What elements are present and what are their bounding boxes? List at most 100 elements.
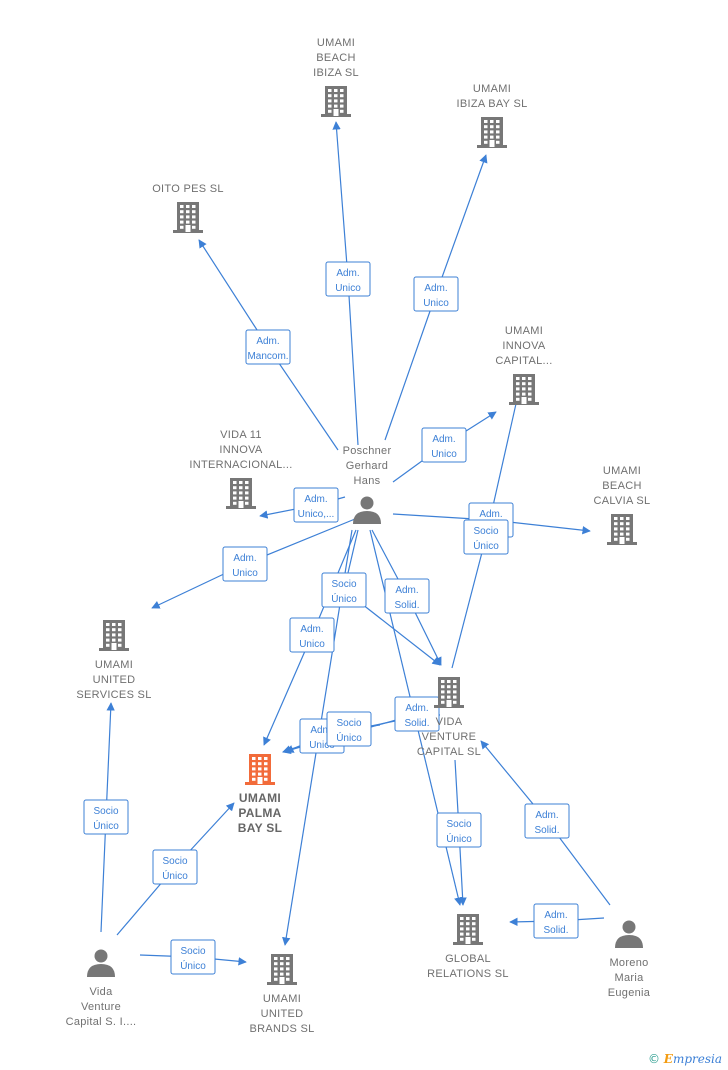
building-icon bbox=[434, 677, 464, 708]
edge-label-line: Único bbox=[93, 819, 119, 832]
building-icon bbox=[453, 914, 483, 945]
edge-label[interactable]: Adm.Unico bbox=[289, 617, 335, 653]
edge-label[interactable]: Adm.Solid. bbox=[533, 903, 579, 939]
node-umami-beach-calvia[interactable]: UMAMI BEACH CALVIA SL bbox=[594, 465, 651, 545]
node-label-line: INNOVA bbox=[219, 444, 263, 456]
node-label-line: IBIZA BAY SL bbox=[456, 98, 527, 110]
edge-label-line: Adm. bbox=[395, 585, 418, 596]
edge-label-line: Adm. bbox=[336, 268, 359, 279]
node-umami-innova[interactable]: UMAMIINNOVACAPITAL... bbox=[495, 325, 552, 405]
edge-label[interactable]: Adm. Unico bbox=[325, 261, 371, 297]
node-label-line: UMAMI bbox=[317, 37, 355, 49]
edge-label[interactable]: Adm.Unico bbox=[413, 276, 459, 312]
node-label-line: INTERNACIONAL... bbox=[189, 459, 292, 471]
edge-label-line: Socio bbox=[162, 856, 187, 867]
brand-name: mpresia bbox=[672, 1052, 722, 1066]
edge-label-line: Único bbox=[446, 832, 472, 845]
node-oito-pes[interactable]: OITO PES SL bbox=[152, 183, 224, 233]
edge-label-line: Solid. bbox=[543, 925, 568, 936]
node-label-line: Poschner bbox=[343, 445, 392, 457]
node-label-line: Eugenia bbox=[608, 987, 651, 999]
edge-label-line: Único bbox=[180, 959, 206, 972]
node-label-line: BRANDS SL bbox=[249, 1023, 314, 1035]
edge-label-line: Adm. bbox=[256, 336, 279, 347]
edge-label[interactable]: Adm.Solid. bbox=[394, 696, 440, 732]
node-label-line: IBIZA SL bbox=[313, 67, 359, 79]
node-label-line: UMAMI bbox=[263, 993, 301, 1005]
node-label-line: VENTURE bbox=[422, 731, 477, 743]
node-label-line: GLOBAL bbox=[445, 953, 491, 965]
edge-label[interactable]: Adm.Solid. bbox=[524, 803, 570, 839]
node-umami-united-brands[interactable]: UMAMI UNITED BRANDS SL bbox=[249, 954, 314, 1035]
node-label-line: Maria bbox=[614, 972, 644, 984]
edge-label-line: Único bbox=[162, 869, 188, 882]
edge-label[interactable]: Adm. Mancom. bbox=[245, 329, 291, 365]
building-icon bbox=[226, 478, 256, 509]
node-label-line: UMAMI bbox=[603, 465, 641, 477]
edge-label[interactable]: Adm. Unico bbox=[222, 546, 268, 582]
node-label-line: PALMA bbox=[238, 806, 281, 820]
node-label-line: CALVIA SL bbox=[594, 495, 651, 507]
node-label-line: BEACH bbox=[602, 480, 641, 492]
edge-label[interactable]: Adm.Unico,... bbox=[293, 487, 339, 523]
node-vida11[interactable]: VIDA 11 INNOVA INTERNACIONAL... bbox=[189, 429, 292, 509]
node-label-line: Moreno bbox=[609, 957, 648, 969]
node-global-relations[interactable]: GLOBAL RELATIONS SL bbox=[427, 914, 509, 980]
building-icon bbox=[267, 954, 297, 985]
node-label-line: VIDA 11 bbox=[220, 429, 262, 441]
node-label-line: Gerhard bbox=[346, 460, 388, 472]
node-label-line: CAPITAL SL bbox=[417, 746, 481, 758]
edge-label[interactable]: Adm. Solid. bbox=[384, 578, 430, 614]
edge-label[interactable]: Adm.Unico bbox=[421, 427, 467, 463]
edge-label-line: Unico bbox=[335, 283, 361, 294]
edge-label-box bbox=[222, 546, 268, 582]
edge-label-box bbox=[293, 487, 339, 523]
node-label-line: UMAMI bbox=[505, 325, 543, 337]
edge-label-line: Adm. bbox=[405, 703, 428, 714]
node-umami-ibiza-bay[interactable]: UMAMI IBIZA BAY SL bbox=[456, 83, 527, 148]
person-icon bbox=[615, 920, 643, 948]
building-icon bbox=[477, 117, 507, 148]
edge-label-line: Único bbox=[473, 539, 499, 552]
node-label-line: UNITED bbox=[261, 1008, 304, 1020]
edge-label-line: Socio bbox=[336, 718, 361, 729]
node-label-line: RELATIONS SL bbox=[427, 968, 509, 980]
building-icon bbox=[321, 86, 351, 117]
node-label-line: VIDA bbox=[436, 716, 463, 728]
edge-label-line: Adm. bbox=[304, 494, 327, 505]
edge-label-line: Adm. bbox=[233, 553, 256, 564]
person-icon bbox=[87, 949, 115, 977]
edge-label-line: Socio bbox=[473, 526, 498, 537]
building-icon bbox=[245, 754, 275, 785]
edge-label-line: Socio bbox=[331, 579, 356, 590]
edge-label-box bbox=[321, 572, 367, 608]
edge-label-box bbox=[289, 617, 335, 653]
edge-label-line: Solid. bbox=[394, 600, 419, 611]
node-label-line: UMAMI bbox=[473, 83, 511, 95]
edge-label-line: Socio bbox=[180, 946, 205, 957]
node-label-line: UMAMI bbox=[95, 659, 133, 671]
edge-label-line: Adm. bbox=[424, 283, 447, 294]
edge-label-line: Mancom. bbox=[247, 351, 288, 362]
edge-label-line: Único bbox=[336, 731, 362, 744]
edge-label-line: Adm. bbox=[432, 434, 455, 445]
node-vida-venture-capital[interactable]: VIDA VENTURE CAPITAL SL bbox=[417, 677, 481, 758]
edge-label-line: Unico bbox=[232, 568, 258, 579]
node-label-line: Venture bbox=[81, 1001, 121, 1013]
person-icon bbox=[353, 496, 381, 524]
node-label-line: UMAMI bbox=[239, 791, 281, 805]
